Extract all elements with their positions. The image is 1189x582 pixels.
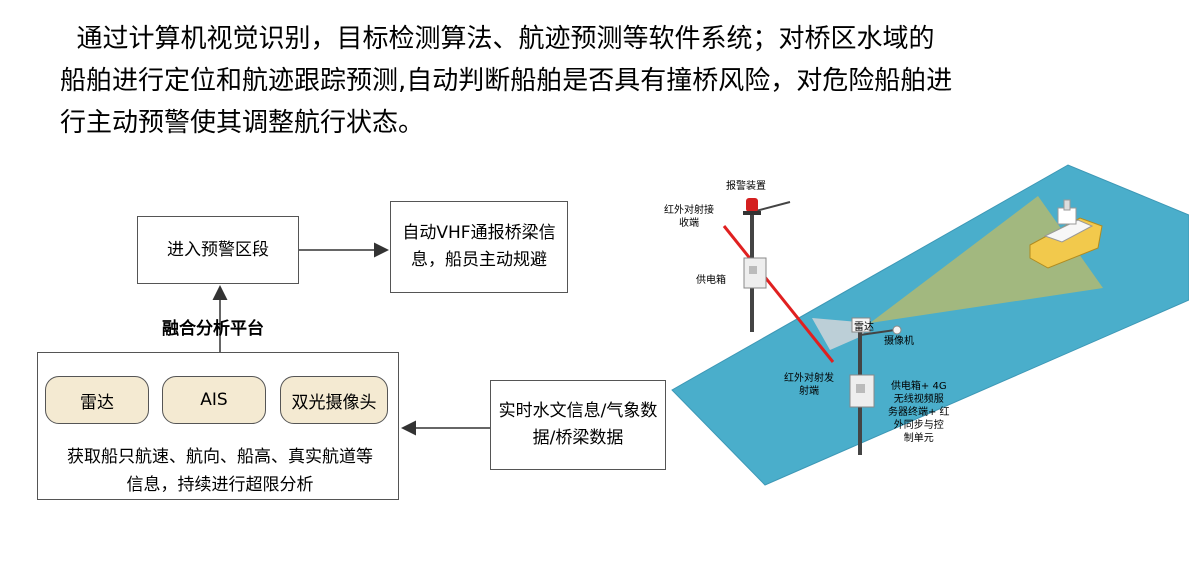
radar-label: 雷达 [854, 322, 874, 333]
power-box-4g-line-2: 无线视频服 [893, 394, 944, 405]
ship-icon [1029, 199, 1103, 269]
power-box-4g-line-3: 务器终端+ 红 [888, 407, 950, 418]
intro-line-3: 行主动预警使其调整航行状态。 [60, 108, 425, 138]
vhf-notice-box: 自动VHF通报桥梁信 息，船员主动规避 [390, 201, 568, 293]
left-pole-icon [743, 198, 791, 332]
sensor-radar-label: 雷达 [80, 392, 114, 413]
data-source-line-2: 据/桥梁数据 [532, 428, 624, 448]
power-box-4g-line-5: 制单元 [903, 433, 934, 444]
power-box-4g-label: 供电箱+ 4G 无线视频服 务器终端+ 红 外同步与控 制单元 [888, 380, 950, 445]
ir-emitter-line-1: 红外对射发 [784, 373, 834, 384]
warning-zone-label: 进入预警区段 [167, 239, 269, 260]
intro-line-1: 通过计算机视觉识别，目标检测算法、航迹预测等软件系统；对桥区水域的 [60, 24, 935, 54]
vhf-notice-line-1: 自动VHF通报桥梁信 [402, 223, 556, 243]
platform-title: 融合分析平台 [162, 319, 264, 339]
data-source-box: 实时水文信息/气象数 据/桥梁数据 [490, 380, 666, 470]
sensor-ais-label: AIS [200, 390, 228, 410]
vhf-notice-line-2: 息，船员主动规避 [411, 250, 547, 270]
platform-desc-line-2: 信息，持续进行超限分析 [126, 475, 314, 495]
warning-zone-box: 进入预警区段 [137, 216, 299, 284]
power-box-4g-line-1: 供电箱+ 4G [890, 381, 947, 392]
power-box-label: 供电箱 [696, 275, 726, 286]
data-source-line-1: 实时水文信息/气象数 [498, 401, 658, 421]
right-pole-icon [849, 317, 902, 455]
ir-receiver-label: 红外对射接 收端 [664, 204, 714, 230]
camera-detection-cone [870, 196, 1103, 323]
ir-receiver-line-1: 红外对射接 [664, 205, 714, 216]
intro-line-2: 船舶进行定位和航迹跟踪预测,自动判断船舶是否具有撞桥风险，对危险船舶进 [60, 66, 953, 96]
ir-emitter-label: 红外对射发 射端 [784, 372, 834, 398]
camera-label: 摄像机 [884, 336, 914, 347]
intro-paragraph: 通过计算机视觉识别，目标检测算法、航迹预测等软件系统；对桥区水域的 船舶进行定位… [60, 18, 1120, 144]
sensor-dual-camera-label: 双光摄像头 [291, 392, 377, 413]
platform-description: 获取船只航速、航向、船高、真实航道等 信息，持续进行超限分析 [40, 443, 400, 499]
sensor-dual-camera: 双光摄像头 [280, 376, 388, 424]
alarm-device-label: 报警装置 [726, 181, 766, 192]
platform-desc-line-1: 获取船只航速、航向、船高、真实航道等 [67, 447, 373, 467]
sensor-ais: AIS [162, 376, 266, 424]
ir-beam [722, 225, 835, 363]
sensor-radar: 雷达 [45, 376, 149, 424]
ir-emitter-line-2: 射端 [799, 386, 819, 397]
ir-receiver-line-2: 收端 [679, 218, 699, 229]
power-box-4g-line-4: 外同步与控 [893, 420, 944, 431]
